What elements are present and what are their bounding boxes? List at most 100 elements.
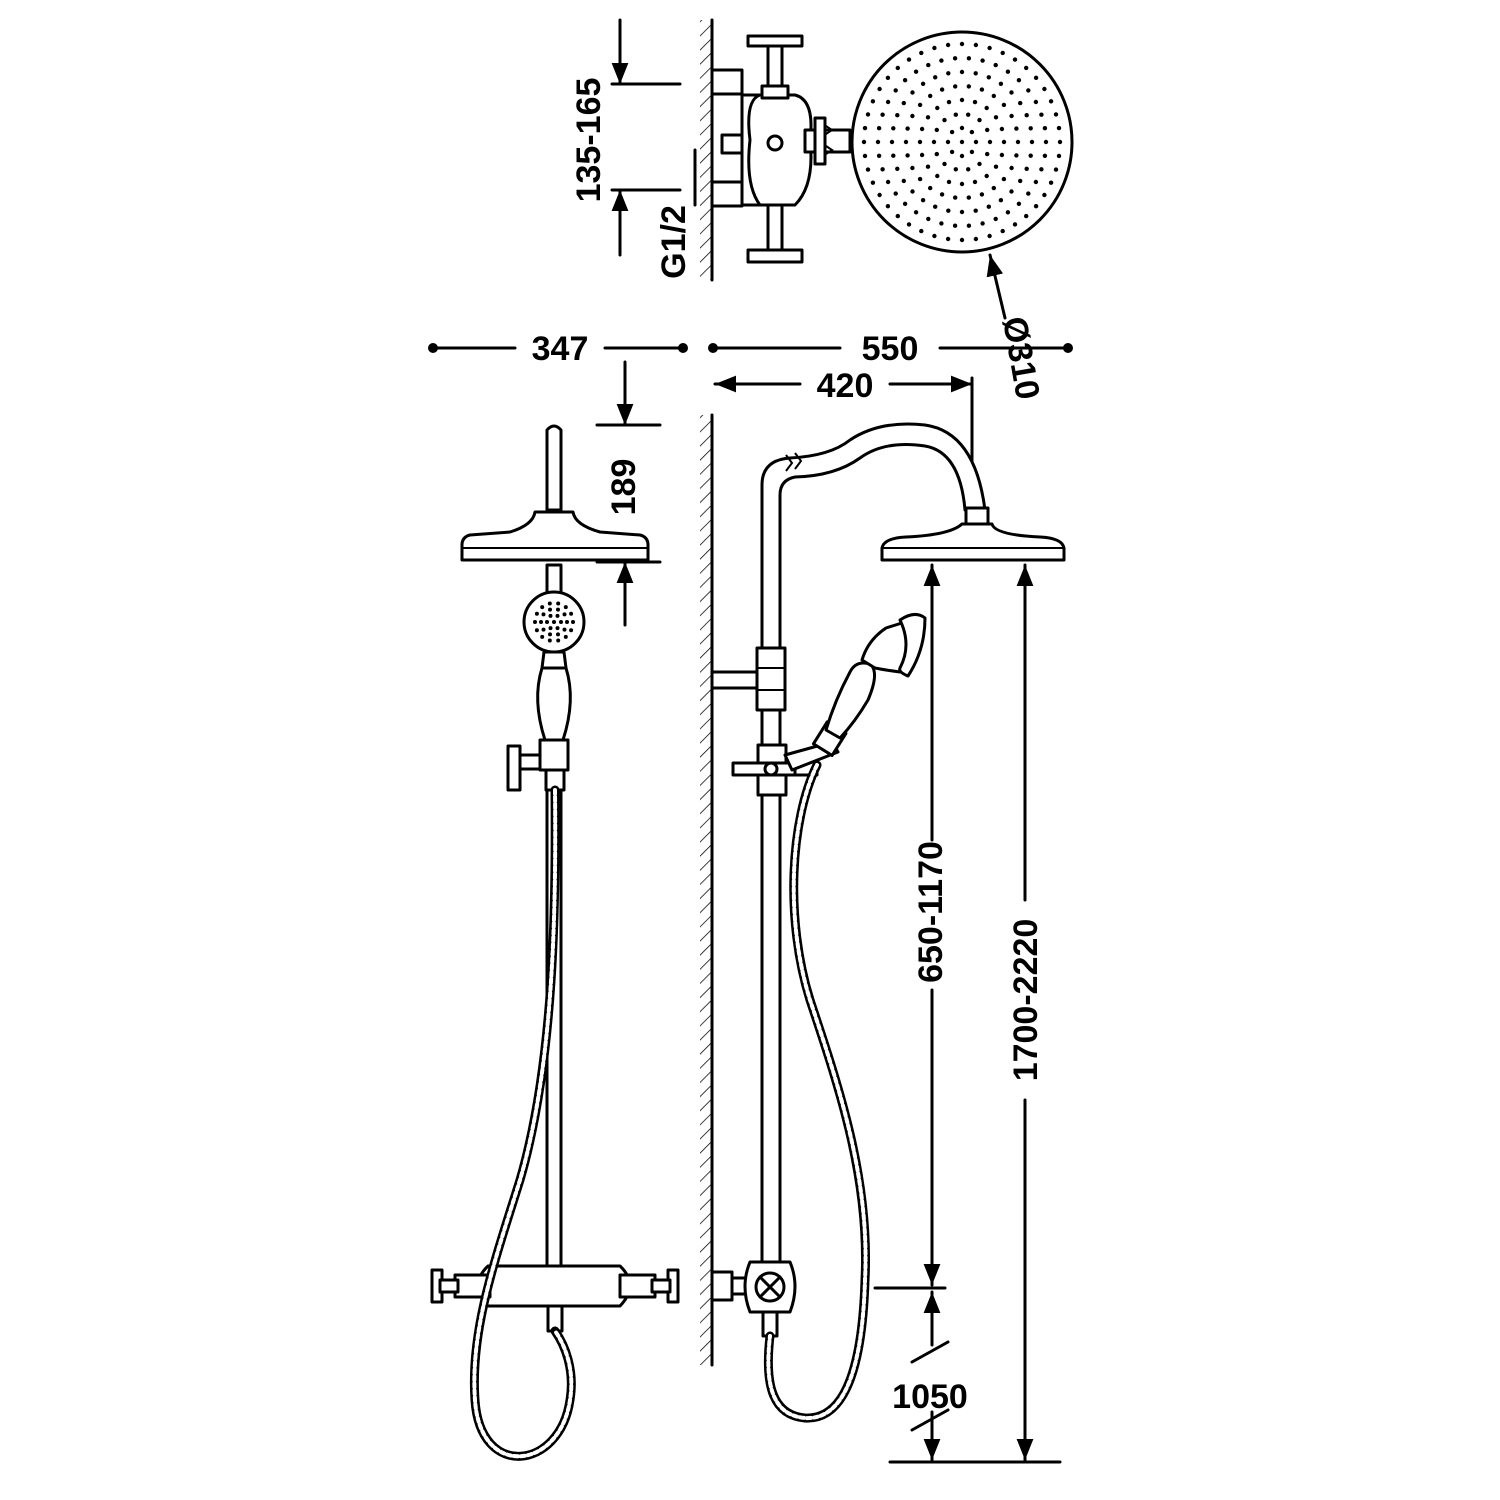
nozzle-dot <box>862 125 868 131</box>
nozzle-dot <box>959 97 965 103</box>
nozzle-dot <box>919 126 925 132</box>
dim-handshower-range: 650-1170 <box>912 841 950 983</box>
nozzle-dot <box>548 613 553 618</box>
nozzle-dot <box>876 153 882 158</box>
nozzle-dot <box>945 236 951 242</box>
nozzle-dot <box>1042 86 1047 92</box>
nozzle-dot <box>1033 204 1039 209</box>
nozzle-dot <box>928 93 933 99</box>
nozzle-dot <box>935 173 940 179</box>
handshower-handle-side <box>824 661 876 740</box>
nozzle-dot <box>559 620 563 624</box>
nozzle-dot <box>977 117 982 123</box>
nozzle-dot <box>555 613 560 618</box>
nozzle-dot <box>1016 201 1022 206</box>
nozzle-dot <box>1018 100 1023 106</box>
nozzle-dot <box>928 185 933 191</box>
nozzle-dot <box>1023 213 1029 219</box>
nozzle-dot <box>545 620 549 624</box>
nozzle-dot <box>1001 176 1007 182</box>
nozzle-dot <box>547 638 552 643</box>
dim-head-diameter: Ø310 <box>995 314 1047 403</box>
nozzle-dot <box>945 139 951 145</box>
nozzle-dot <box>1012 222 1018 227</box>
handle-stem-bottom <box>766 203 784 252</box>
nozzle-dot <box>541 612 546 617</box>
nozzle-dot <box>999 152 1005 158</box>
dim-front-width: 347 <box>532 330 589 368</box>
nozzle-dot <box>932 45 937 51</box>
nozzle-dot <box>993 216 998 222</box>
mixer-center-knob <box>766 134 784 152</box>
nozzle-dot <box>926 216 931 222</box>
side-view: 650-1170 1050 1700-2220 <box>700 413 1066 1464</box>
nozzle-dot <box>1042 192 1047 198</box>
nozzle-dot <box>910 90 915 95</box>
nozzle-dot <box>980 58 985 63</box>
nozzle-dot <box>979 192 985 197</box>
nozzle-dot <box>946 179 952 185</box>
nozzle-dot <box>998 81 1004 87</box>
nozzle-dot <box>910 113 915 119</box>
nozzle-dot <box>571 620 575 624</box>
nozzle-dot <box>920 198 926 203</box>
nozzle-dot <box>969 129 975 135</box>
cross-handle-top <box>746 34 804 48</box>
dim-head-height: 189 <box>605 459 643 516</box>
nozzle-dot <box>998 198 1004 203</box>
nozzle-dot <box>1001 102 1007 108</box>
cross-handle-right-hub <box>650 1278 672 1294</box>
nozzle-dot <box>913 210 919 215</box>
nozzle-dot <box>985 151 990 157</box>
dim-arm-projection: 420 <box>817 367 874 405</box>
nozzle-dot <box>969 149 975 155</box>
nozzle-dot <box>1009 165 1014 171</box>
nozzle-dot <box>993 164 999 169</box>
shower-head-front <box>460 510 650 562</box>
diameter-leader <box>986 253 1007 320</box>
nozzle-dot <box>1028 153 1033 158</box>
nozzle-dot <box>903 139 909 145</box>
nozzle-dot <box>865 167 871 172</box>
nozzle-dot <box>959 41 965 47</box>
nozzle-dot <box>885 204 891 209</box>
nozzle-dot <box>980 221 985 226</box>
nozzle-dot <box>973 71 978 76</box>
dim-outlet-spacing: 135-165 <box>570 78 608 203</box>
nozzle-dot <box>987 45 992 51</box>
nozzle-dot <box>870 180 876 185</box>
nozzle-dot <box>876 126 882 131</box>
nozzle-dot <box>973 42 979 48</box>
wall-hatch-top <box>700 20 712 280</box>
diverter-cross-handle <box>506 744 522 792</box>
dim-total-projection: 550 <box>862 330 919 368</box>
nozzle-dot <box>556 638 561 643</box>
wall-hatch-side <box>700 415 712 1365</box>
nozzle-dot <box>889 139 895 145</box>
nozzle-dot <box>977 161 982 167</box>
nozzle-dot <box>986 75 991 80</box>
nozzle-dot <box>1028 126 1033 131</box>
nozzle-dot <box>919 228 924 234</box>
nozzle-dot <box>959 181 965 187</box>
nozzle-dot <box>939 192 945 197</box>
head-connector-side <box>964 506 990 526</box>
cross-handle-bottom <box>746 248 804 264</box>
nozzle-dot <box>870 99 876 104</box>
nozzle-dot <box>939 87 945 92</box>
nozzle-dot <box>569 611 574 616</box>
dim-inlet-thread: G1/2 <box>655 205 693 279</box>
nozzle-dot <box>952 56 958 61</box>
nozzle-dot <box>949 149 955 155</box>
nozzle-dot <box>1042 153 1048 158</box>
nozzle-dot <box>555 626 560 631</box>
nozzle-dot <box>910 189 915 194</box>
riser-top <box>545 424 563 512</box>
handshower-nozzles <box>533 601 575 643</box>
mixer-body-top-view <box>747 93 813 207</box>
nozzle-dot <box>952 223 958 228</box>
nozzle-dot <box>1053 167 1059 172</box>
nozzle-dot <box>966 167 971 172</box>
nozzle-dot <box>925 115 931 120</box>
nozzle-dot <box>540 605 545 610</box>
